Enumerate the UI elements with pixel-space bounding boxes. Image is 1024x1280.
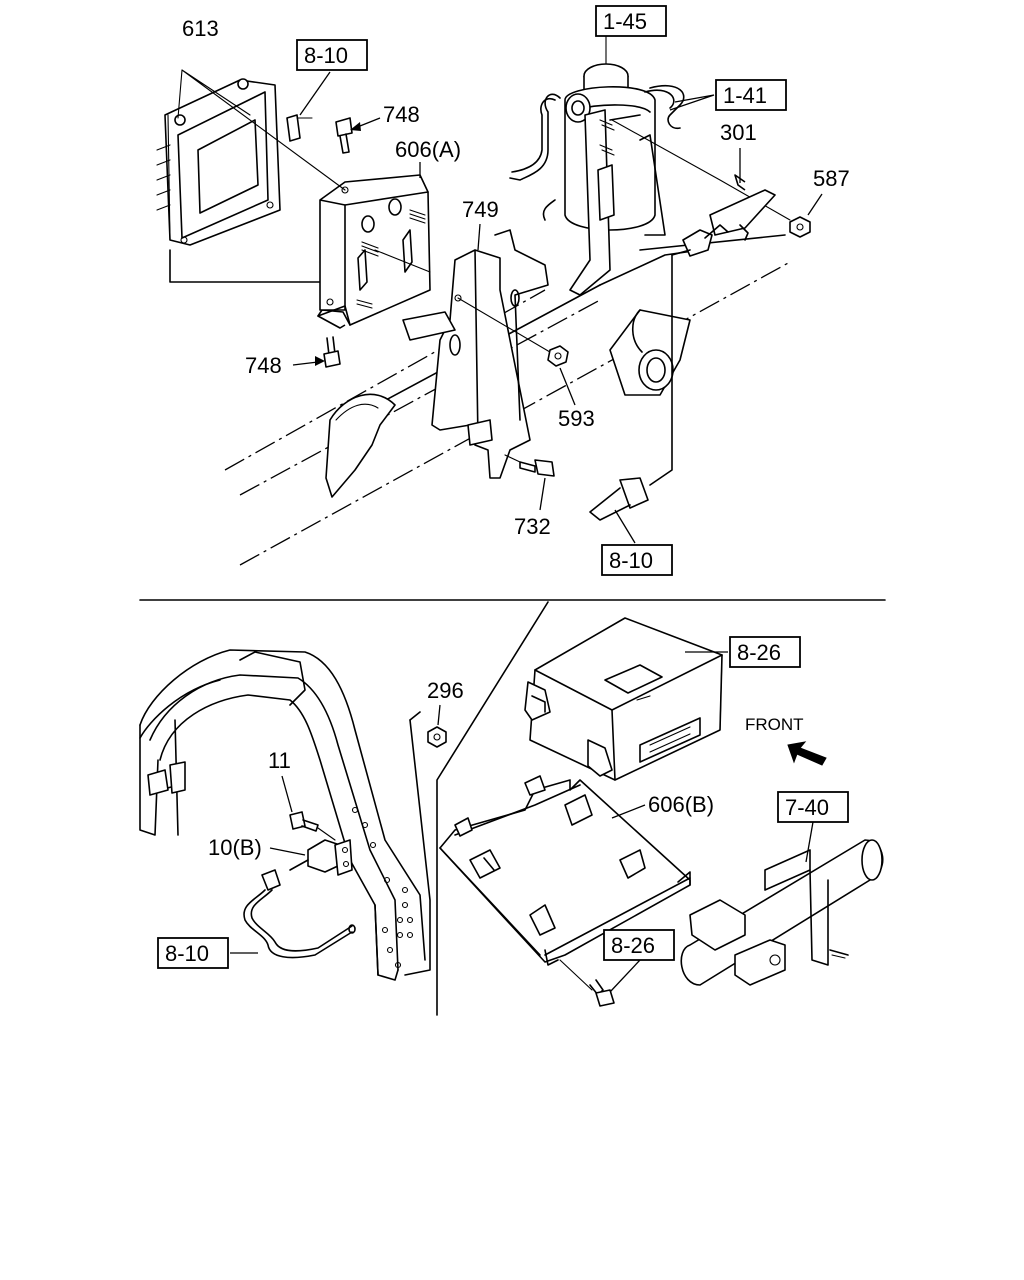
harness-8-10-bottom <box>243 869 356 959</box>
bracket-749 <box>402 229 556 479</box>
bolt-11 <box>289 811 336 841</box>
label-ref-7-40: 7-40 <box>785 795 829 820</box>
label-296: 296 <box>427 678 464 703</box>
diagonal-divider <box>436 601 549 1016</box>
label-ref-8-26-top: 8-26 <box>737 640 781 665</box>
label-10b: 10(B) <box>208 835 262 860</box>
bracket-606a <box>317 174 431 329</box>
ref-box-1-41 <box>715 79 787 111</box>
control-unit-8-26 <box>524 617 723 781</box>
label-606b: 606(B) <box>648 792 714 817</box>
bottom-right-section: 8-26 FRONT 606(B) 7-40 8-26 <box>439 617 884 1007</box>
label-606a: 606(A) <box>395 137 461 162</box>
cross-tube-7-40 <box>680 839 884 986</box>
top-section: 613 8-10 748 606(A) 1-45 1-41 301 587 74… <box>156 5 850 576</box>
ref-box-8-10-mid <box>601 544 673 576</box>
ref-box-8-10-top <box>296 39 368 71</box>
ref-box-1-45 <box>595 5 667 37</box>
ref-box-8-10-bottom <box>157 937 229 969</box>
bolt-748-lower <box>323 336 341 368</box>
label-ref-8-10-mid: 8-10 <box>609 548 653 573</box>
frame-stay <box>139 649 431 981</box>
front-arrow <box>787 741 827 766</box>
nut-296 <box>427 726 447 748</box>
ref-box-7-40 <box>777 791 849 823</box>
harness-connector-301 <box>649 174 776 486</box>
label-ref-8-10-bottom: 8-10 <box>165 941 209 966</box>
label-301: 301 <box>720 120 757 145</box>
label-749: 749 <box>462 197 499 222</box>
nut-587 <box>789 216 811 238</box>
label-front: FRONT <box>745 715 804 734</box>
ref-box-8-26-top <box>729 636 801 668</box>
bolt-732 <box>504 454 555 477</box>
label-593: 593 <box>558 406 595 431</box>
connector-8-10-mid <box>589 477 649 521</box>
bolt-748-upper <box>335 117 353 154</box>
nut-593 <box>547 345 569 367</box>
label-732: 732 <box>514 514 551 539</box>
frame-shield <box>325 393 396 498</box>
fuel-filter-assembly <box>509 31 791 296</box>
sensor-10b <box>289 839 353 876</box>
connector-small-top <box>286 114 313 142</box>
label-ref-8-10-top: 8-10 <box>304 43 348 68</box>
label-748-lower: 748 <box>245 353 282 378</box>
bracket-606b <box>439 775 691 966</box>
bottom-left-section: 296 11 10(B) 8-10 <box>139 649 464 981</box>
bolt-8-26-bottom <box>559 959 615 1007</box>
label-ref-1-45: 1-45 <box>603 9 647 34</box>
label-ref-1-41: 1-41 <box>723 83 767 108</box>
label-748-upper: 748 <box>383 102 420 127</box>
label-11: 11 <box>268 748 291 773</box>
label-ref-8-26-bottom: 8-26 <box>611 933 655 958</box>
cross-member <box>609 309 691 396</box>
label-613: 613 <box>182 16 219 41</box>
label-587: 587 <box>813 166 850 191</box>
ref-box-8-26-bottom <box>603 929 675 961</box>
ecu-module-613 <box>156 78 331 301</box>
